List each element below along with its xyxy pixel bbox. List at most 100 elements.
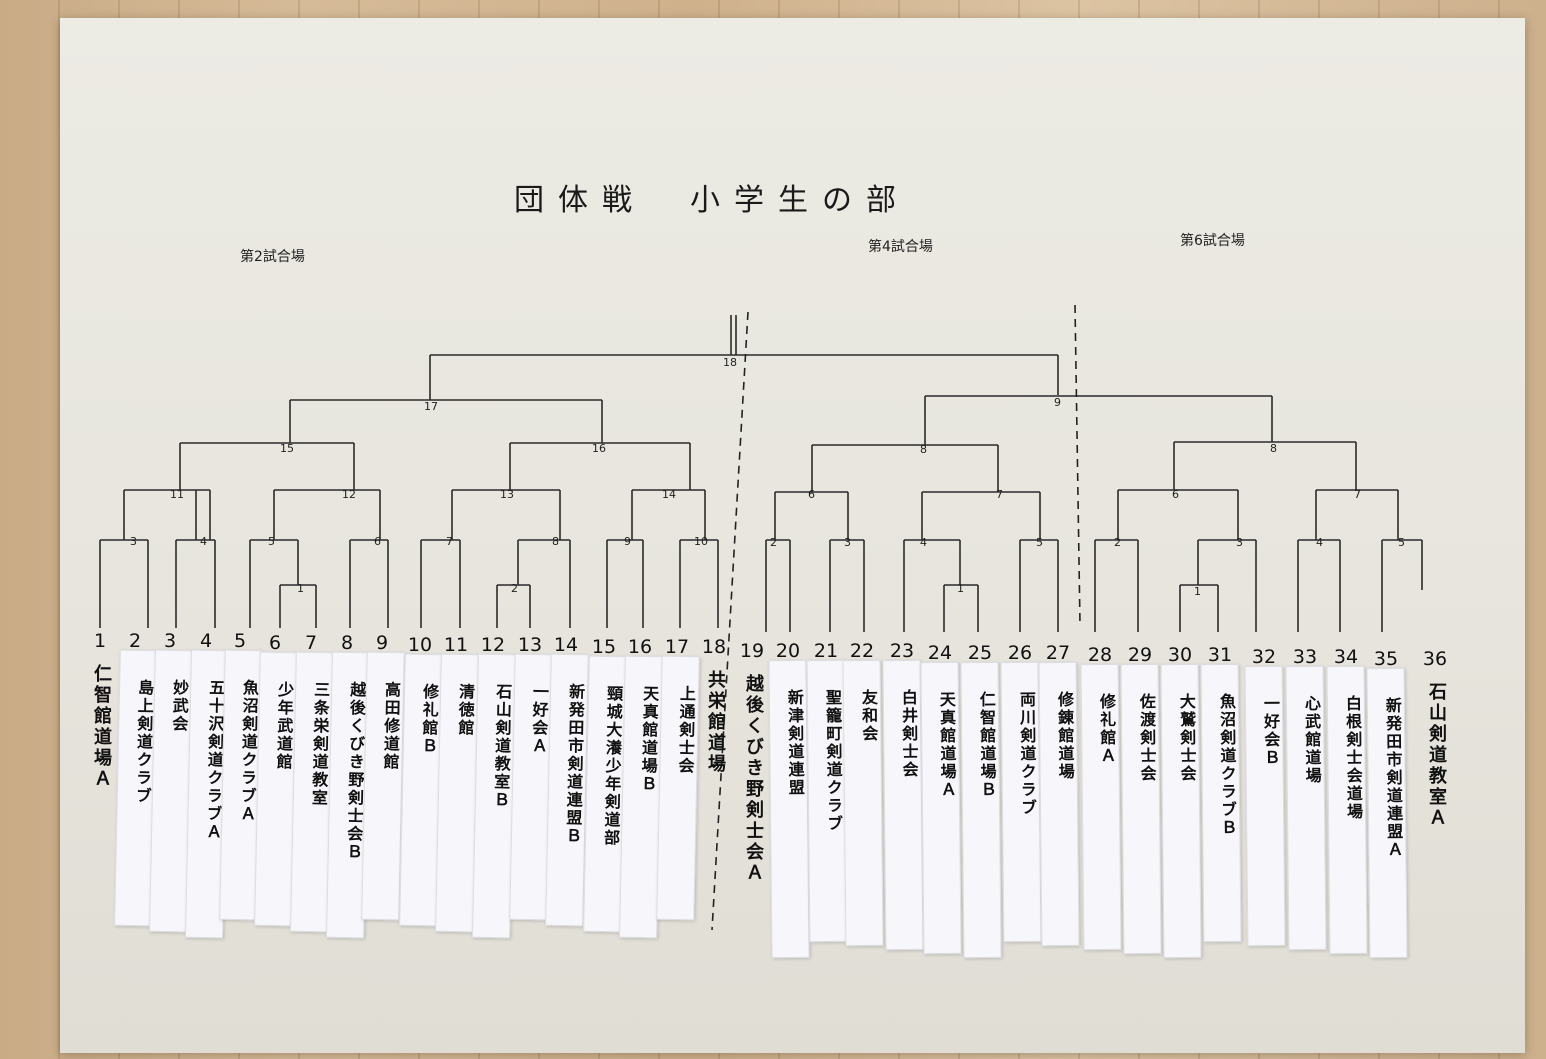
team-name: 天真館道場Ａ — [936, 690, 957, 800]
seed-number: 25 — [967, 642, 993, 664]
seed-number: 29 — [1127, 644, 1153, 666]
round-label: 1 — [957, 582, 964, 595]
seed-number: 4 — [199, 630, 213, 652]
team-strip: 魚沼剣道クラブＢ — [1200, 663, 1242, 943]
team-name: 大鷲剣士会 — [1176, 692, 1197, 784]
seed-number: 10 — [407, 634, 433, 656]
round-label: 16 — [592, 442, 606, 455]
team-strip: 佐渡剣士会 — [1120, 663, 1162, 955]
round-label: 3 — [130, 535, 137, 548]
seed-number: 8 — [340, 632, 354, 654]
round-label: 8 — [552, 535, 559, 548]
round-label: 6 — [1172, 488, 1179, 501]
round-label: 1 — [297, 582, 304, 595]
team-strip: 仁智館道場Ｂ — [960, 661, 1002, 959]
seed-number: 7 — [304, 632, 318, 654]
venue-label-2: 第2試合場 — [240, 249, 305, 265]
seed-number: 34 — [1333, 646, 1359, 668]
seed-number: 11 — [443, 634, 469, 656]
team-name: 仁智館道場Ｂ — [976, 690, 997, 800]
team-strip: 修礼館Ａ — [1080, 663, 1122, 951]
team-name: 新発田市剣道連盟Ｂ — [562, 682, 586, 846]
round-label: 7 — [996, 488, 1003, 501]
team-name: 一好会Ａ — [528, 682, 550, 756]
seed-number: 21 — [813, 640, 839, 662]
seed-number: 2 — [128, 630, 142, 652]
seed-number: 3 — [163, 630, 177, 652]
seed-number: 18 — [701, 636, 727, 658]
seed-number: 16 — [627, 636, 653, 658]
team-name: 修礼館Ｂ — [418, 682, 440, 756]
team-name: 白根剣士会道場 — [1342, 694, 1364, 822]
team-strip: 高田修道館 — [361, 651, 405, 921]
team-name: 石山剣道教室Ａ — [1426, 682, 1447, 829]
seed-number: 36 — [1422, 648, 1448, 670]
round-label: 7 — [446, 535, 453, 548]
venue-label-6: 第6試合場 — [1180, 233, 1245, 249]
seed-number: 19 — [739, 640, 765, 662]
round-label: 18 — [723, 356, 737, 369]
seed-number: 14 — [553, 634, 579, 656]
seed-number: 6 — [268, 632, 282, 654]
round-label: 1 — [1194, 585, 1201, 598]
seed-number: 15 — [591, 636, 617, 658]
seed-number: 13 — [517, 634, 543, 656]
team-name: 妙武会 — [169, 678, 190, 734]
team-name: 聖籠町剣道クラブ — [822, 688, 844, 834]
round-label: 7 — [1354, 488, 1361, 501]
team-name: 新津剣道連盟 — [784, 688, 805, 798]
team-name: 魚沼剣道クラブＡ — [237, 678, 260, 824]
team-strip: 両川剣道クラブ — [1000, 661, 1042, 943]
team-strip: 新発田市剣道連盟Ａ — [1366, 667, 1408, 959]
seed-number: 12 — [480, 634, 506, 656]
round-label: 4 — [200, 535, 207, 548]
team-strip: 友和会 — [842, 659, 884, 947]
round-label: 2 — [770, 536, 777, 549]
round-label: 2 — [511, 582, 518, 595]
team-name: 新発田市剣道連盟Ａ — [1382, 696, 1404, 860]
round-label: 5 — [268, 535, 275, 548]
team-strip: 心武館道場 — [1285, 665, 1327, 951]
team-name: 天真館道場Ｂ — [638, 684, 660, 794]
team-name: 高田修道館 — [380, 680, 402, 772]
team-strip: 白根剣士会道場 — [1326, 665, 1368, 955]
round-label: 8 — [1270, 442, 1277, 455]
team-name: 修錬館道場 — [1054, 690, 1075, 782]
seed-number: 17 — [664, 636, 690, 658]
round-label: 3 — [1236, 536, 1243, 549]
round-label: 10 — [694, 535, 708, 548]
round-label: 11 — [170, 488, 184, 501]
team-name: 三条栄剣道教室 — [308, 680, 331, 808]
round-label: 5 — [1036, 536, 1043, 549]
seed-number: 22 — [849, 640, 875, 662]
seed-number: 1 — [93, 630, 107, 652]
seed-number: 27 — [1045, 642, 1071, 664]
seed-number: 28 — [1087, 644, 1113, 666]
bracket-lines — [99, 304, 1423, 931]
team-name: 両川剣道クラブ — [1016, 690, 1038, 818]
team-strip: 新津剣道連盟 — [768, 659, 810, 959]
seed-number: 9 — [375, 632, 389, 654]
seed-number: 5 — [233, 630, 247, 652]
team-name: 友和会 — [858, 688, 879, 744]
team-name: 島上剣道クラブ — [132, 678, 155, 806]
team-name: 白井剣士会 — [898, 688, 919, 780]
seed-number: 24 — [927, 642, 953, 664]
team-strip: 新発田市剣道連盟Ｂ — [545, 653, 589, 927]
team-name: 一好会Ｂ — [1260, 694, 1281, 768]
team-name: 少年武道館 — [273, 680, 295, 772]
venue-label-4: 第4試合場 — [868, 239, 933, 255]
round-label: 2 — [1114, 536, 1121, 549]
round-label: 8 — [920, 443, 927, 456]
round-label: 4 — [1316, 536, 1323, 549]
team-name: 頸城大瀁少年剣道部 — [600, 684, 624, 848]
team-name: 清徳館 — [455, 682, 476, 738]
seed-number: 20 — [775, 640, 801, 662]
seed-number: 31 — [1207, 644, 1233, 666]
team-strip: 一好会Ｂ — [1244, 665, 1286, 947]
seed-number: 33 — [1292, 646, 1318, 668]
team-strip: 白井剣士会 — [882, 659, 924, 951]
seed-number: 35 — [1373, 648, 1399, 670]
team-name: 心武館道場 — [1301, 694, 1322, 786]
